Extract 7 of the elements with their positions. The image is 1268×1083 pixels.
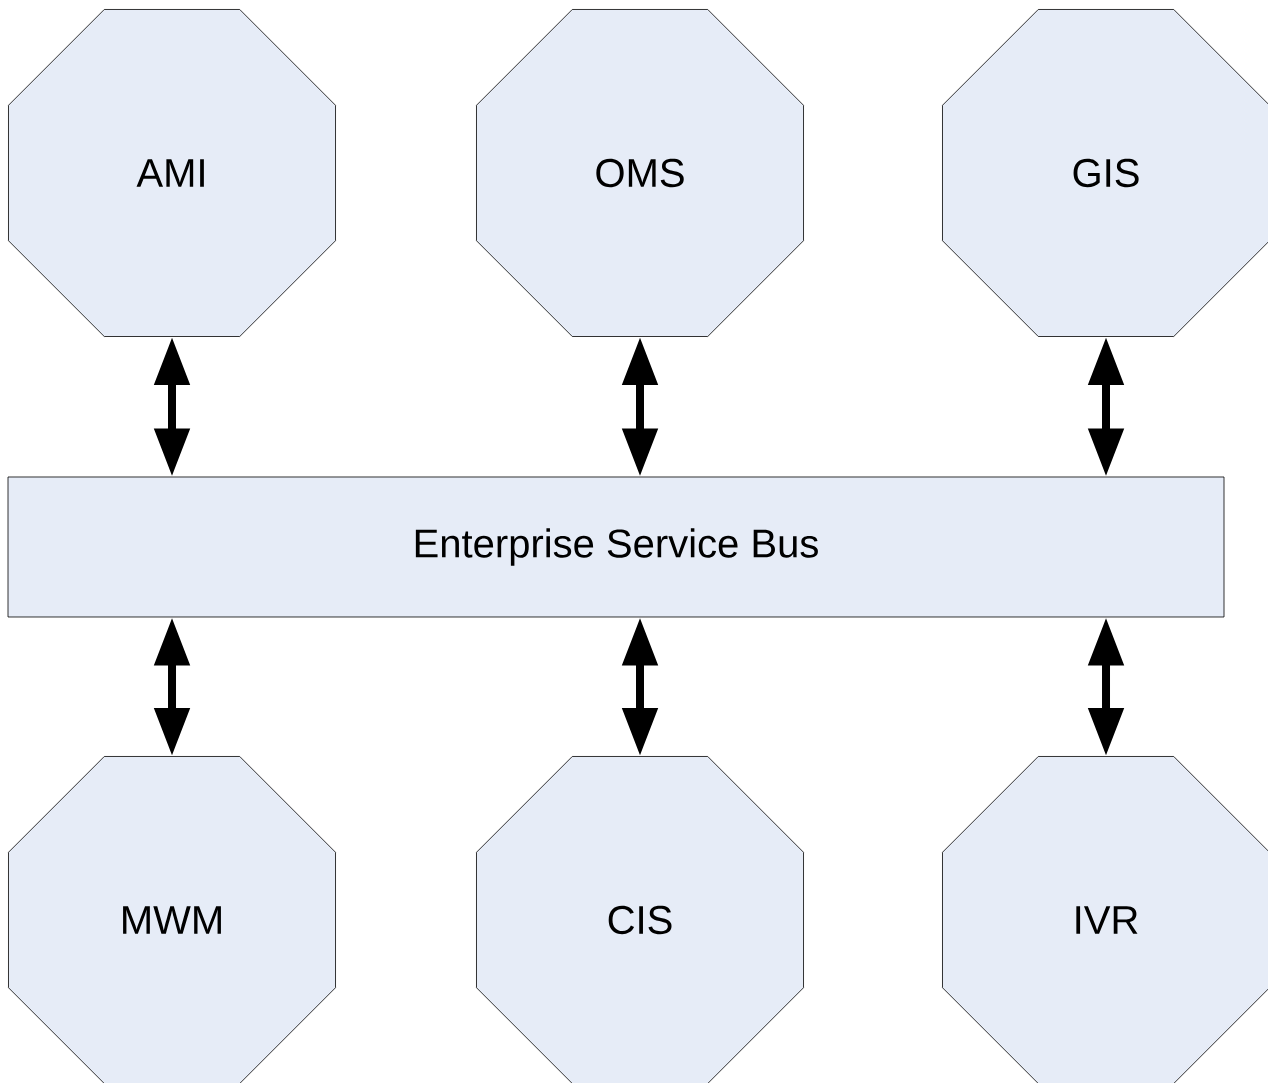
octagon-box: OMS	[476, 9, 804, 337]
octagon-box: CIS	[476, 756, 804, 1083]
bus-box: Enterprise Service Bus	[7, 476, 1225, 618]
octagon-box: GIS	[942, 9, 1268, 337]
octagon-box: IVR	[942, 756, 1268, 1083]
octagon-box: AMI	[8, 9, 336, 337]
octagon-box: MWM	[8, 756, 336, 1083]
